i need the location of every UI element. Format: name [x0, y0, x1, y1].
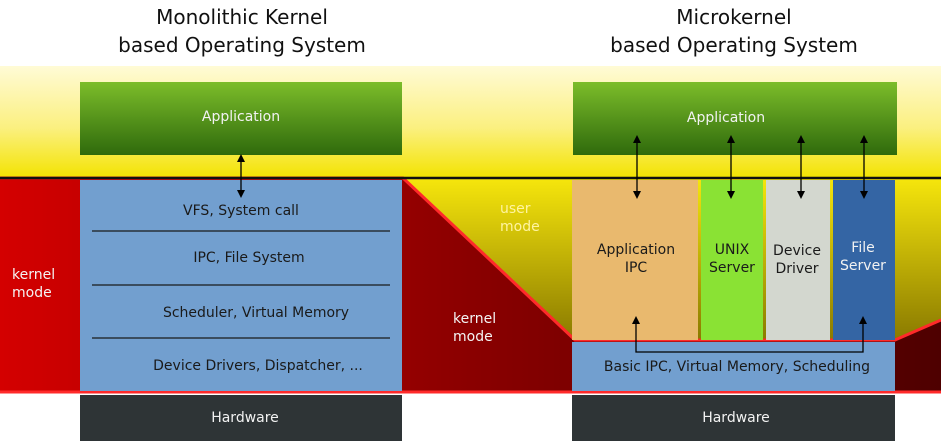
kernel-mode-mid-label2: mode: [453, 329, 493, 345]
microkernel-kernel-label: Basic IPC, Virtual Memory, Scheduling: [604, 359, 870, 375]
server-file: [833, 180, 895, 340]
server-device-driver-label1: Device: [773, 243, 821, 259]
microkernel-application-label: Application: [687, 110, 765, 126]
kernel-mode-mid-label1: kernel: [453, 311, 496, 327]
server-unix-label2: Server: [709, 260, 755, 276]
user-mode-label1: user: [500, 201, 531, 217]
server-application-ipc-label2: IPC: [625, 260, 648, 276]
monolithic-layer-scheduler: Scheduler, Virtual Memory: [163, 305, 349, 321]
server-application-ipc-label1: Application: [597, 242, 675, 258]
server-device-driver: [766, 180, 830, 340]
server-device-driver-label2: Driver: [775, 261, 818, 277]
monolithic-application-box: [80, 82, 402, 155]
server-file-label1: File: [851, 240, 874, 256]
server-application-ipc: [572, 180, 698, 340]
microkernel-hardware-box: [572, 395, 895, 441]
user-mode-label2: mode: [500, 219, 540, 235]
server-file-label2: Server: [840, 258, 886, 274]
kernel-mode-left-label2: mode: [12, 285, 52, 301]
microkernel-title-line2: based Operating System: [610, 33, 858, 57]
monolithic-application-label: Application: [202, 109, 280, 125]
microkernel-hardware-label: Hardware: [702, 410, 770, 426]
microkernel-kernel-box: [572, 342, 895, 391]
kernel-mode-left-label1: kernel: [12, 267, 55, 283]
server-unix-label1: UNIX: [715, 242, 750, 258]
ipc-message-path: [632, 316, 867, 353]
monolithic-layer-drivers: Device Drivers, Dispatcher, ...: [153, 358, 363, 374]
monolithic-layer-vfs: VFS, System call: [183, 203, 299, 219]
monolithic-layer-ipc: IPC, File System: [193, 250, 304, 266]
microkernel-title-line1: Microkernel: [676, 5, 791, 29]
monolithic-hardware-label: Hardware: [211, 410, 279, 426]
monolithic-title-line1: Monolithic Kernel: [156, 5, 328, 29]
microkernel-application-box: [573, 82, 897, 155]
server-unix: [701, 180, 763, 340]
monolithic-title-line2: based Operating System: [118, 33, 366, 57]
monolithic-hardware-box: [80, 395, 402, 441]
